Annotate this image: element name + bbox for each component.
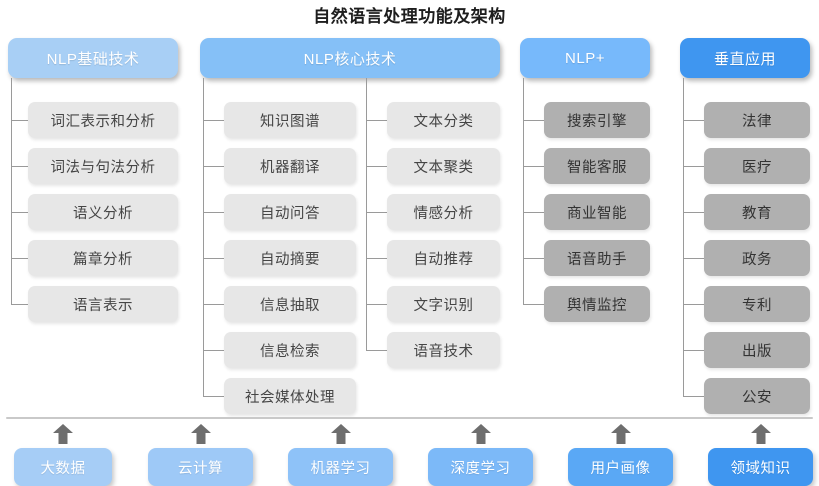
node-item[interactable]: 出版: [704, 332, 810, 368]
node-item[interactable]: 语音助手: [544, 240, 650, 276]
connector-branch: [523, 258, 544, 259]
connector-trunk: [366, 78, 367, 350]
group-header-nlp-basics[interactable]: NLP基础技术: [8, 38, 178, 78]
node-item[interactable]: 信息检索: [224, 332, 356, 368]
connector-branch: [203, 350, 224, 351]
node-item[interactable]: 专利: [704, 286, 810, 322]
node-item[interactable]: 公安: [704, 378, 810, 414]
foundation-item[interactable]: 深度学习: [428, 448, 533, 486]
connector-branch: [683, 304, 704, 305]
connector-branch: [366, 166, 387, 167]
up-arrow-icon: [470, 424, 492, 444]
node-item[interactable]: 自动摘要: [224, 240, 356, 276]
connector-branch: [523, 120, 544, 121]
node-item[interactable]: 文本聚类: [387, 148, 500, 184]
connector-branch: [203, 120, 224, 121]
group-header-label: 垂直应用: [713, 50, 776, 68]
connector-branch: [683, 396, 704, 397]
connector-trunk: [203, 78, 204, 396]
connector-branch: [203, 304, 224, 305]
node-item[interactable]: 语义分析: [28, 194, 178, 230]
connector-branch: [683, 166, 704, 167]
group-header-label: NLP基础技术: [46, 50, 140, 68]
connector-trunk: [523, 78, 524, 304]
up-arrow-icon: [190, 424, 212, 444]
node-item[interactable]: 教育: [704, 194, 810, 230]
connector-branch: [11, 166, 28, 167]
foundation-item[interactable]: 大数据: [14, 448, 112, 486]
node-item[interactable]: 政务: [704, 240, 810, 276]
node-item[interactable]: 语言表示: [28, 286, 178, 322]
connector-trunk: [683, 78, 684, 396]
foundation-item[interactable]: 领域知识: [708, 448, 813, 486]
node-item[interactable]: 机器翻译: [224, 148, 356, 184]
group-header-nlp-core[interactable]: NLP核心技术: [200, 38, 500, 78]
connector-trunk: [11, 78, 12, 304]
connector-branch: [11, 120, 28, 121]
node-item[interactable]: 自动问答: [224, 194, 356, 230]
node-item[interactable]: 搜索引擎: [544, 102, 650, 138]
connector-branch: [203, 166, 224, 167]
connector-branch: [366, 120, 387, 121]
node-item[interactable]: 词汇表示和分析: [28, 102, 178, 138]
node-item[interactable]: 文本分类: [387, 102, 500, 138]
connector-branch: [366, 212, 387, 213]
node-item[interactable]: 情感分析: [387, 194, 500, 230]
connector-branch: [523, 166, 544, 167]
node-item[interactable]: 知识图谱: [224, 102, 356, 138]
node-item[interactable]: 自动推荐: [387, 240, 500, 276]
connector-branch: [366, 350, 387, 351]
up-arrow-icon: [750, 424, 772, 444]
foundation-item[interactable]: 云计算: [148, 448, 253, 486]
node-item[interactable]: 舆情监控: [544, 286, 650, 322]
node-item[interactable]: 语音技术: [387, 332, 500, 368]
group-header-nlp-plus[interactable]: NLP+: [520, 38, 650, 78]
foundation-item[interactable]: 用户画像: [568, 448, 673, 486]
group-header-label: NLP+: [565, 49, 605, 67]
node-item[interactable]: 智能客服: [544, 148, 650, 184]
page-title: 自然语言处理功能及架构: [313, 7, 506, 26]
up-arrow-icon: [610, 424, 632, 444]
connector-branch: [523, 304, 544, 305]
connector-branch: [366, 258, 387, 259]
node-item[interactable]: 医疗: [704, 148, 810, 184]
up-arrow-icon: [52, 424, 74, 444]
connector-branch: [11, 258, 28, 259]
connector-branch: [683, 120, 704, 121]
node-item[interactable]: 篇章分析: [28, 240, 178, 276]
connector-branch: [523, 212, 544, 213]
node-item[interactable]: 法律: [704, 102, 810, 138]
node-item[interactable]: 商业智能: [544, 194, 650, 230]
foundation-divider: [6, 417, 813, 419]
connector-branch: [203, 396, 224, 397]
connector-branch: [11, 304, 28, 305]
connector-branch: [683, 258, 704, 259]
connector-branch: [366, 304, 387, 305]
up-arrow-icon: [330, 424, 352, 444]
foundation-item[interactable]: 机器学习: [288, 448, 393, 486]
connector-branch: [683, 212, 704, 213]
group-header-label: NLP核心技术: [303, 50, 397, 68]
group-header-vertical-apps[interactable]: 垂直应用: [680, 38, 810, 78]
node-item[interactable]: 信息抽取: [224, 286, 356, 322]
connector-branch: [683, 350, 704, 351]
connector-branch: [11, 212, 28, 213]
connector-branch: [203, 212, 224, 213]
node-item[interactable]: 文字识别: [387, 286, 500, 322]
connector-branch: [203, 258, 224, 259]
node-item[interactable]: 社会媒体处理: [224, 378, 356, 414]
node-item[interactable]: 词法与句法分析: [28, 148, 178, 184]
